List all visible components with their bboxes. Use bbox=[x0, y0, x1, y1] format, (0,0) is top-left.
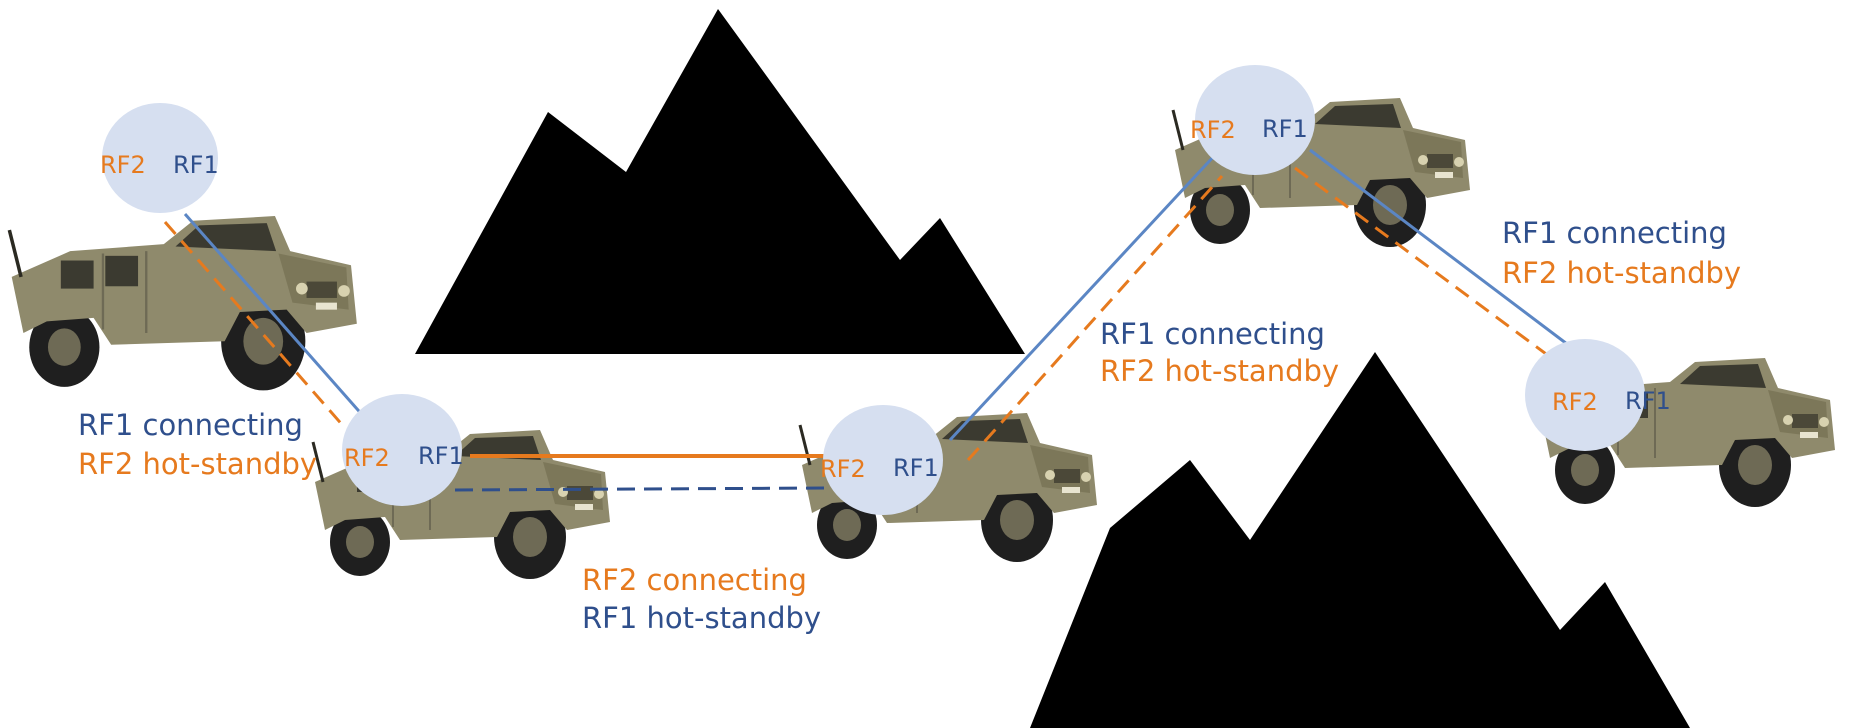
rf1-label: RF1 bbox=[173, 151, 219, 179]
caption-line-2: RF2 hot-standby bbox=[78, 447, 317, 481]
link-4 bbox=[1294, 148, 1576, 370]
link-caption-2: RF2 connecting RF1 hot-standby bbox=[582, 563, 821, 635]
radio-node-1: RF2 RF1 bbox=[100, 103, 219, 213]
link-caption-1: RF1 connecting RF2 hot-standby bbox=[78, 408, 317, 481]
radio-node-3: RF2 RF1 bbox=[820, 405, 943, 515]
link-1 bbox=[163, 213, 367, 429]
caption-line-1: RF1 connecting bbox=[1100, 317, 1325, 351]
rf2-label: RF2 bbox=[1552, 388, 1598, 416]
rf2-label: RF2 bbox=[820, 455, 866, 483]
radio-node-2: RF2 RF1 bbox=[342, 394, 464, 506]
link-caption-3: RF1 connecting RF2 hot-standby bbox=[1100, 317, 1339, 388]
link-caption-4: RF1 connecting RF2 hot-standby bbox=[1502, 216, 1741, 290]
radio-node-4: RF2 RF1 bbox=[1190, 65, 1315, 175]
link-3 bbox=[948, 153, 1224, 461]
rf2-label: RF2 bbox=[100, 151, 146, 179]
rf1-label: RF1 bbox=[1625, 387, 1671, 415]
mountain-bottom bbox=[1030, 352, 1690, 728]
caption-line-1: RF1 connecting bbox=[78, 408, 303, 442]
rf1-label: RF1 bbox=[893, 454, 939, 482]
rf2-label: RF2 bbox=[1190, 116, 1236, 144]
radio-node-5: RF2 RF1 bbox=[1525, 339, 1671, 451]
caption-line-1: RF1 connecting bbox=[1502, 216, 1727, 250]
caption-line-1: RF2 connecting bbox=[582, 563, 807, 597]
caption-line-2: RF2 hot-standby bbox=[1100, 354, 1339, 388]
rf2-label: RF2 bbox=[344, 444, 390, 472]
rf1-label: RF1 bbox=[418, 442, 464, 470]
caption-line-2: RF2 hot-standby bbox=[1502, 256, 1741, 290]
rf1-label: RF1 bbox=[1262, 115, 1308, 143]
caption-line-2: RF1 hot-standby bbox=[582, 601, 821, 635]
mountain-top bbox=[415, 9, 1025, 354]
